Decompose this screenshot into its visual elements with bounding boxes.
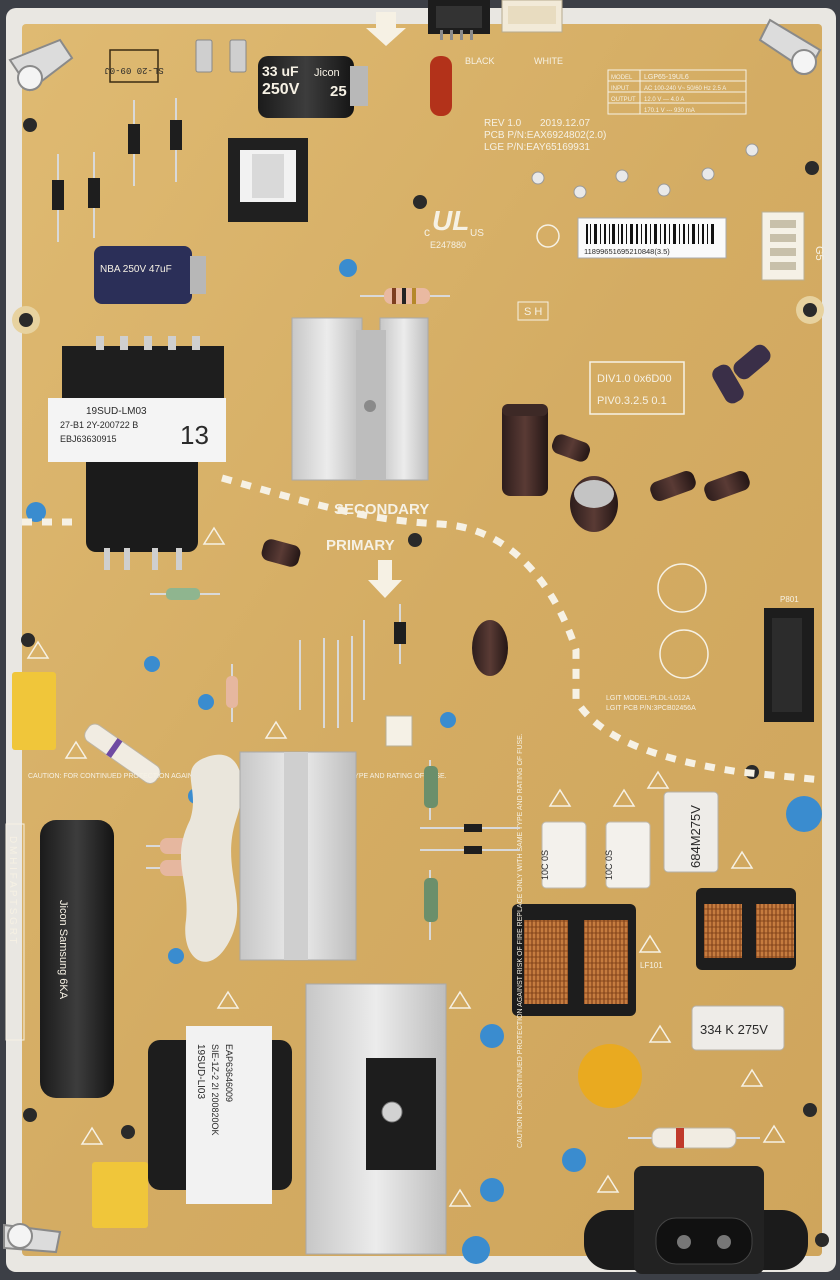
- mounting-holes: [12, 118, 829, 1247]
- svg-text:UL: UL: [432, 205, 469, 236]
- connector-white-right: G5: [761, 211, 825, 281]
- mounting-brackets: [3, 18, 822, 1254]
- bulk-capacitor: Jicon Samsung 6KA: [40, 820, 114, 1098]
- svg-text:25: 25: [330, 83, 347, 100]
- top-connector-black: [428, 0, 490, 40]
- fuse-top-2: [229, 39, 247, 73]
- svg-text:250V: 250V: [262, 81, 300, 98]
- svg-text:SL-20 09-0J: SL-20 09-0J: [104, 65, 163, 75]
- svg-text:LGP65-19UL6: LGP65-19UL6: [644, 74, 689, 81]
- svg-text:Jicon Samsung 6KA: Jicon Samsung 6KA: [57, 900, 69, 1000]
- spec-table: [607, 69, 747, 115]
- svg-text:OUTPUT: OUTPUT: [611, 97, 636, 103]
- label-white: WHITE: [534, 56, 563, 66]
- svg-text:13: 13: [180, 420, 209, 450]
- ul-logo: c UL US E247880: [424, 205, 560, 250]
- version-box: DIV1.0 0x6D00 PIV0.3.2.5 0.1: [589, 361, 685, 415]
- svg-text:G5: G5: [813, 246, 825, 261]
- svg-text:E247880: E247880: [430, 240, 466, 250]
- sub-pcb-text: LGIT PCB P/N:3PCB02456A: [606, 705, 696, 712]
- electrolytic-caps: [261, 344, 771, 676]
- revision-block: REV 1.0 2019.12.07 PCB P/N:EAX6924802(2.…: [484, 118, 606, 153]
- capacitor-33uf: 33 uF 250V Jicon 25: [258, 56, 368, 118]
- capacitor-blue: NBA 250V 47uF: [94, 246, 206, 304]
- ac-inlet-connector[interactable]: [584, 1166, 808, 1274]
- connector-black-right: P801: [764, 595, 814, 722]
- svg-text:US: US: [470, 228, 484, 239]
- spec-table-text: MODEL LGP65-19UL6 INPUT AC 100-240 V~ 50…: [611, 74, 726, 114]
- svg-text:NBA 250V 47uF: NBA 250V 47uF: [100, 264, 172, 275]
- svg-text:LGE P/N:EAY65169931: LGE P/N:EAY65169931: [484, 142, 590, 153]
- film-cap-red: [430, 56, 452, 116]
- barcode-label: 11899651695210848(3.5): [577, 217, 727, 259]
- svg-text:334 K 275V: 334 K 275V: [700, 1022, 768, 1037]
- svg-text:19SUD-LM03: 19SUD-LM03: [86, 406, 147, 417]
- x-capacitor-1: 684M275V: [663, 791, 719, 873]
- line-filter-2: [696, 888, 796, 970]
- svg-text:Jicon: Jicon: [314, 67, 340, 79]
- svg-text:170.1 V --- 930 mA: 170.1 V --- 930 mA: [644, 108, 695, 114]
- heatsink-middle: [180, 751, 357, 962]
- x-capacitor-2: 334 K 275V: [691, 1005, 785, 1051]
- svg-text:INPUT: INPUT: [611, 86, 629, 92]
- svg-text:11899651695210848(3.5): 11899651695210848(3.5): [584, 247, 670, 256]
- label-lf: LF101: [640, 961, 663, 970]
- side-letters-box: D M H I F A P T S G R T: [5, 823, 25, 1041]
- yellow-x-cap-left: [12, 672, 56, 750]
- warning-triangles: [26, 526, 786, 1207]
- svg-text:AC 100-240 V~ 50/60 Hz 2.5 A: AC 100-240 V~ 50/60 Hz 2.5 A: [644, 86, 726, 92]
- yellow-x-cap-bottom: [92, 1162, 148, 1228]
- svg-text:S H: S H: [524, 306, 542, 318]
- sh-box: S H: [517, 301, 549, 321]
- svg-text:PIV0.3.2.5 0.1: PIV0.3.2.5 0.1: [597, 395, 667, 407]
- small-ceramic-caps: [26, 259, 822, 1264]
- arrow-down-icon: [368, 560, 402, 598]
- fuse-top-1: [195, 39, 213, 73]
- svg-text:PCB P/N:EAX6924802(2.0): PCB P/N:EAX6924802(2.0): [484, 130, 606, 141]
- standby-transformer: 19SUD-LI03 SIE-1Z-2 2I 200820OK EAP63646…: [148, 1026, 292, 1204]
- arrow-down-icon: [366, 12, 406, 46]
- svg-text:EBJ63630915: EBJ63630915: [60, 434, 117, 444]
- label-black: BLACK: [465, 56, 495, 66]
- small-transformer: [228, 138, 308, 222]
- main-transformer: 19SUD-LM03 27-B1 2Y-200722 B EBJ63630915…: [48, 336, 226, 570]
- svg-text:P801: P801: [780, 595, 799, 604]
- yellow-varistor: [578, 1044, 642, 1108]
- svg-text:EAP63646009: EAP63646009: [224, 1044, 234, 1102]
- side-code-box: SL-20 09-0J: [104, 49, 164, 83]
- svg-text:684M275V: 684M275V: [688, 805, 703, 868]
- label-secondary: SECONDARY: [334, 501, 429, 518]
- svg-text:10C 0S: 10C 0S: [540, 850, 550, 880]
- misc-axial-components: [150, 588, 520, 940]
- svg-text:SIE-1Z-2 2I 200820OK: SIE-1Z-2 2I 200820OK: [210, 1044, 220, 1136]
- caution-right: CAUTION FOR CONTINUED PROTECTION AGAINST…: [517, 733, 524, 1148]
- fuse-bottom: [628, 1127, 760, 1149]
- svg-text:19SUD-LI03: 19SUD-LI03: [195, 1044, 206, 1099]
- test-points: [531, 143, 759, 199]
- svg-text:MODEL: MODEL: [611, 75, 633, 81]
- label-primary: PRIMARY: [326, 537, 395, 554]
- top-connector-white: [501, 0, 563, 33]
- svg-text:D M H I F A P T S G R T: D M H I F A P T S G R T: [7, 836, 18, 944]
- thermistors: 10C 0S 10C 0S: [540, 821, 651, 889]
- svg-text:10C 0S: 10C 0S: [604, 850, 614, 880]
- line-filter-1: [512, 904, 636, 1016]
- resistor-top: [360, 288, 450, 304]
- sub-model-text: LGIT MODEL:PLDL-L012A: [606, 695, 691, 702]
- svg-text:DIV1.0 0x6D00: DIV1.0 0x6D00: [597, 373, 672, 385]
- svg-text:REV 1.0: REV 1.0: [484, 118, 522, 129]
- svg-text:c: c: [424, 225, 430, 239]
- main-fuse: [84, 723, 161, 784]
- svg-text:12.0 V --- 4.0 A: 12.0 V --- 4.0 A: [644, 97, 684, 103]
- svg-text:27-B1 2Y-200722 B: 27-B1 2Y-200722 B: [60, 420, 138, 430]
- svg-text:33 uF: 33 uF: [262, 63, 299, 79]
- heatsink-lower: [305, 983, 447, 1255]
- small-white-connector: [385, 715, 413, 747]
- unpopulated-cap-outlines: [657, 563, 709, 679]
- heatsink-upper: [291, 317, 429, 481]
- axial-diodes: [52, 98, 182, 242]
- svg-text:2019.12.07: 2019.12.07: [540, 118, 590, 129]
